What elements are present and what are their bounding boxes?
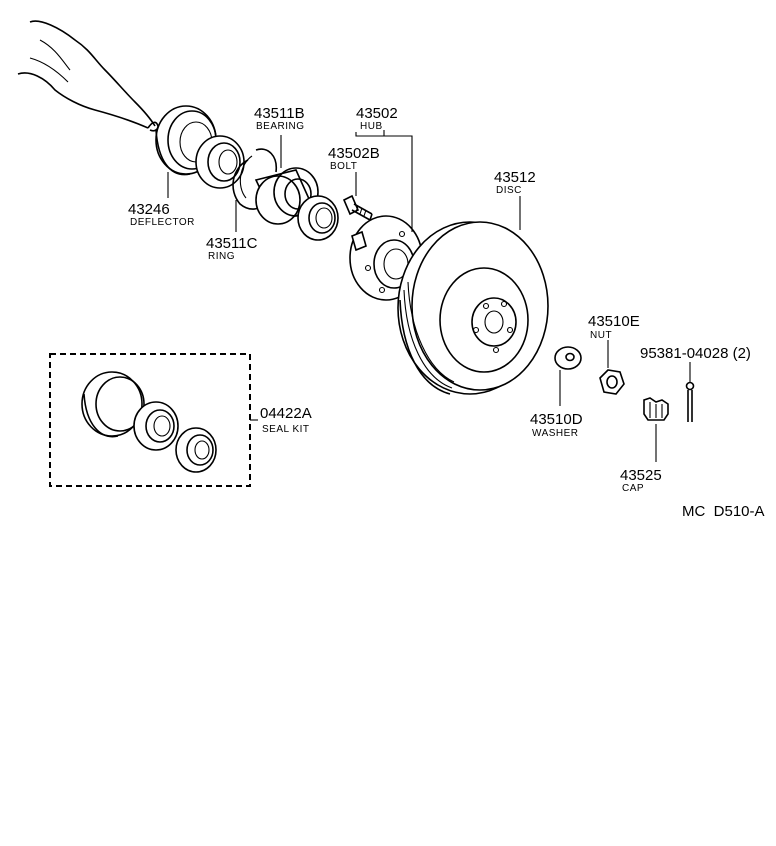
nut-number: 43510E	[588, 313, 640, 330]
ring-name: RING	[208, 251, 235, 262]
seal-kit-name: SEAL KIT	[262, 424, 310, 435]
diagram-code: MC D510-A	[682, 503, 765, 520]
washer-number: 43510D	[530, 411, 583, 428]
cotter-pin-part	[685, 381, 695, 422]
deflector-number: 43246	[128, 201, 170, 218]
inner-race-part	[195, 135, 245, 189]
disc-name: DISC	[496, 185, 522, 196]
cap-part	[643, 397, 669, 421]
hub-name: HUB	[360, 121, 383, 132]
bolt-part	[342, 194, 373, 221]
cap-name: CAP	[622, 483, 644, 494]
bearing-name: BEARING	[256, 121, 305, 132]
bolt-name: BOLT	[330, 161, 357, 172]
bolt-number: 43502B	[328, 145, 380, 162]
disc-number: 43512	[494, 169, 536, 186]
nut-name: NUT	[590, 330, 612, 341]
hand-pointer-icon	[17, 20, 159, 132]
seal-kit-number: 04422A	[260, 405, 312, 422]
seal-part	[297, 195, 339, 241]
hub-number: 43502	[356, 105, 398, 122]
seal-kit-parts	[81, 371, 217, 473]
pin-number: 95381-04028 (2)	[640, 345, 751, 362]
washer-part	[554, 346, 582, 370]
nut-part	[599, 369, 625, 395]
cap-number: 43525	[620, 467, 662, 484]
bearing-number: 43511B	[254, 105, 305, 122]
deflector-name: DEFLECTOR	[130, 217, 195, 228]
washer-name: WASHER	[532, 428, 579, 439]
disc-part	[397, 221, 549, 395]
ring-number: 43511C	[206, 235, 258, 252]
